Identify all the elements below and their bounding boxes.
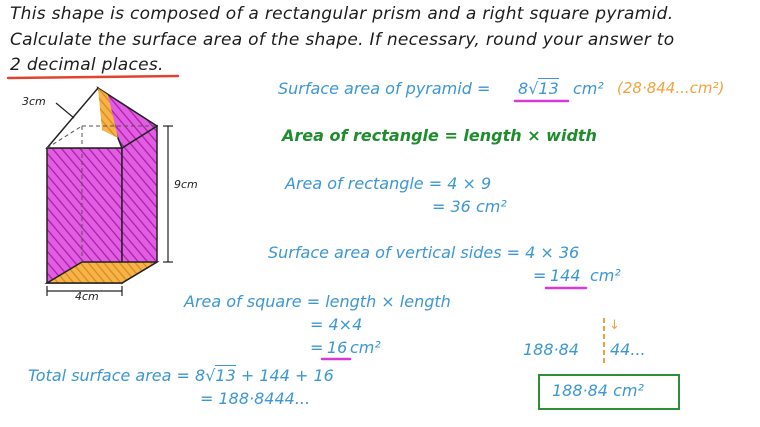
base-square — [44, 261, 160, 284]
total-line-2: = 188·8444... — [200, 389, 311, 408]
vertical-sides-result: 144 — [550, 266, 581, 285]
rectangle-calc: Area of rectangle = 4 × 9 — [285, 174, 492, 193]
vertical-sides-calc: Surface area of vertical sides = 4 × 36 — [268, 243, 580, 262]
height-label: 9cm — [174, 178, 198, 191]
final-answer-box: 188·84 cm² — [538, 374, 680, 410]
question-line-3: 2 decimal places. — [10, 55, 164, 75]
total-line-1: Total surface area = 8√13 + 144 + 16 — [28, 365, 334, 385]
square-calc: = 4×4 — [310, 315, 363, 334]
pyramid-area-text: Surface area of pyramid = — [278, 79, 491, 98]
rectangle-formula: Area of rectangle = length × width — [282, 126, 597, 145]
rounding-arrow-icon: ↓ — [609, 318, 620, 333]
final-answer: 188·84 cm² — [552, 381, 644, 400]
base-label: 4cm — [75, 290, 99, 303]
pyramid-area-value: 8√13 — [518, 78, 559, 98]
slant-label: 3cm — [22, 95, 46, 108]
rounding-right: 44... — [610, 340, 646, 359]
rounding-left: 188·84 — [523, 340, 579, 359]
square-result: 16 — [327, 338, 348, 357]
rectangle-result: = 36 cm² — [432, 197, 507, 216]
square-eq: = — [310, 338, 324, 357]
pyramid-decimal: (28·844...cm²) — [617, 79, 725, 97]
question-line-2: Calculate the surface area of the shape.… — [10, 30, 675, 50]
question-line-1: This shape is composed of a rectangular … — [10, 4, 674, 24]
vertical-sides-unit: cm² — [590, 266, 621, 285]
square-formula: Area of square = length × length — [184, 292, 451, 311]
vertical-sides-eq: = — [533, 266, 547, 285]
pyramid-area-unit: cm² — [573, 79, 604, 98]
square-unit: cm² — [350, 338, 381, 357]
